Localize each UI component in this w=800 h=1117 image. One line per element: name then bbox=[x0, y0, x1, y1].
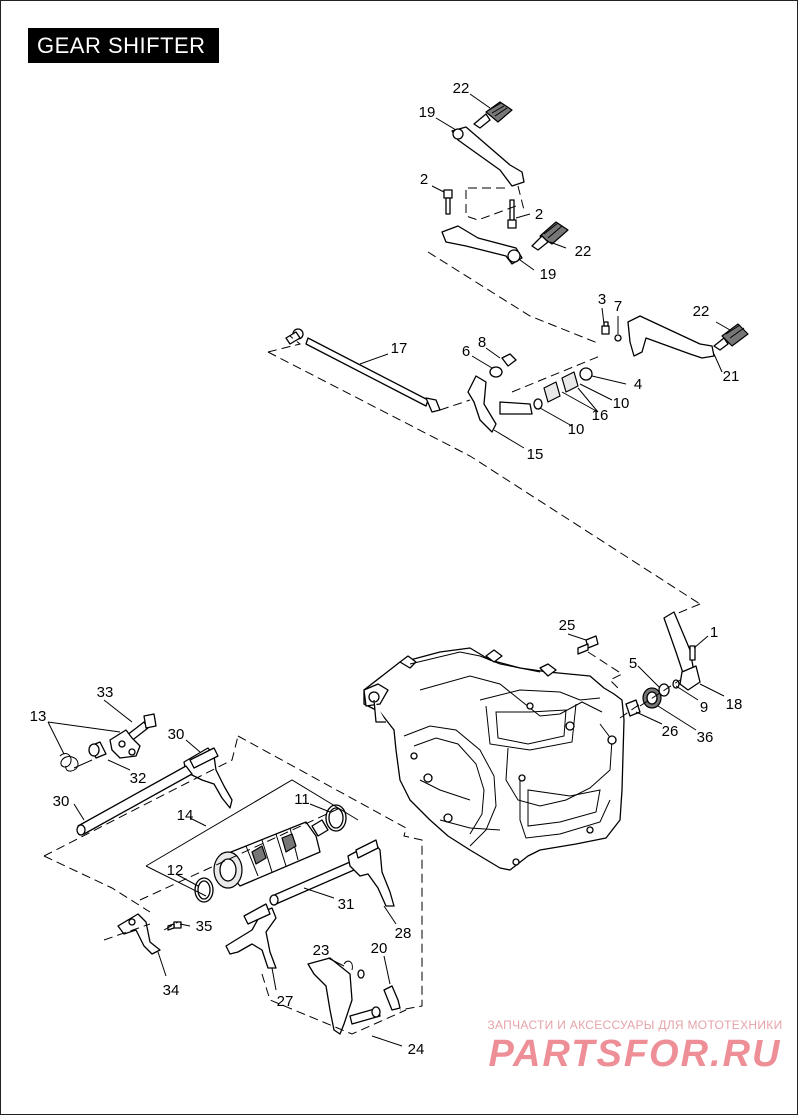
spring-13 bbox=[59, 753, 93, 772]
bolt-3 bbox=[601, 321, 610, 335]
dashed-guides bbox=[43, 185, 701, 1035]
callout-5: 5 bbox=[629, 655, 637, 672]
transmission-housing bbox=[363, 647, 625, 871]
page-title: GEAR SHIFTER bbox=[28, 28, 219, 63]
callout-9: 9 bbox=[700, 699, 708, 716]
callout-10: 10 bbox=[613, 395, 630, 412]
callout-22: 22 bbox=[453, 80, 470, 97]
callout-10: 10 bbox=[568, 421, 585, 438]
shift-rod-17 bbox=[285, 328, 441, 413]
callout-labels: 22 19 2 2 22 19 3 7 22 21 17 8 6 4 10 16… bbox=[30, 80, 743, 1058]
callout-3: 3 bbox=[598, 291, 606, 308]
washer-6 bbox=[489, 366, 503, 378]
detent-arm-32 bbox=[109, 729, 141, 759]
callout-25: 25 bbox=[559, 617, 576, 634]
bearing-12 bbox=[194, 877, 214, 903]
callout-19: 19 bbox=[540, 266, 557, 283]
shift-pawl-34 bbox=[117, 913, 161, 955]
callout-13: 13 bbox=[30, 708, 47, 725]
callout-6: 6 bbox=[462, 343, 470, 360]
shift-drum-14 bbox=[213, 819, 329, 889]
shift-lever-lower-19 bbox=[441, 225, 523, 265]
shift-lever-arm-1 bbox=[663, 611, 701, 691]
callout-4: 4 bbox=[634, 376, 642, 393]
watermark-tagline: ЗАПЧАСТИ И АКСЕССУАРЫ ДЛЯ МОТОТЕХНИКИ bbox=[487, 1018, 783, 1032]
callout-18: 18 bbox=[726, 696, 743, 713]
fork-shaft-30 bbox=[76, 765, 193, 836]
screw-25 bbox=[577, 635, 599, 655]
callout-16: 16 bbox=[592, 407, 609, 424]
clip-23 bbox=[343, 960, 353, 971]
spring-20 bbox=[357, 969, 401, 1011]
callout-23: 23 bbox=[313, 942, 330, 959]
bushing-13 bbox=[88, 741, 107, 759]
callout-2: 2 bbox=[420, 171, 428, 188]
callout-7: 7 bbox=[614, 298, 622, 315]
footpeg-22-middle bbox=[531, 221, 569, 251]
callout-33: 33 bbox=[97, 684, 114, 701]
callout-30: 30 bbox=[168, 726, 185, 743]
shift-fork-27 bbox=[225, 903, 277, 969]
callout-24: 24 bbox=[408, 1041, 425, 1058]
shift-fork-28 bbox=[347, 839, 395, 907]
callout-30: 30 bbox=[53, 793, 70, 810]
callout-34: 34 bbox=[163, 982, 180, 999]
shift-shaft-lever-24 bbox=[307, 957, 381, 1035]
bracket-15 bbox=[467, 375, 533, 433]
bolt-2-right bbox=[507, 199, 517, 229]
watermark-logo: PARTSFOR.RU bbox=[488, 1033, 782, 1075]
shift-fork-30 bbox=[183, 747, 233, 809]
bushing-10-16 bbox=[533, 367, 593, 410]
shift-lever-21 bbox=[627, 315, 715, 359]
callout-1: 1 bbox=[710, 624, 718, 641]
callout-36: 36 bbox=[697, 729, 714, 746]
callout-19: 19 bbox=[419, 104, 436, 121]
nut-8 bbox=[501, 353, 517, 367]
callout-22: 22 bbox=[693, 303, 710, 320]
seal-36-washer-5 bbox=[642, 679, 680, 709]
callout-28: 28 bbox=[395, 925, 412, 942]
watermark: ЗАПЧАСТИ И АКСЕССУАРЫ ДЛЯ МОТОТЕХНИКИ PA… bbox=[480, 1018, 790, 1076]
callout-27: 27 bbox=[277, 993, 294, 1010]
callout-22: 22 bbox=[575, 243, 592, 260]
callout-20: 20 bbox=[371, 940, 388, 957]
footpeg-22-top bbox=[473, 101, 513, 129]
leader-lines bbox=[47, 93, 731, 1047]
callout-2: 2 bbox=[535, 206, 543, 223]
shift-lever-upper-19 bbox=[451, 126, 525, 187]
retaining-ring-11 bbox=[325, 804, 347, 832]
callout-12: 12 bbox=[167, 862, 184, 879]
callout-32: 32 bbox=[130, 770, 147, 787]
washer-7 bbox=[614, 334, 622, 342]
callout-17: 17 bbox=[391, 340, 408, 357]
callout-8: 8 bbox=[478, 334, 486, 351]
callout-14: 14 bbox=[177, 807, 194, 824]
callout-15: 15 bbox=[527, 446, 544, 463]
callout-35: 35 bbox=[196, 918, 213, 935]
bolt-2-left bbox=[443, 189, 453, 215]
screw-35 bbox=[167, 921, 182, 931]
callout-11: 11 bbox=[294, 791, 310, 808]
footpeg-22-right bbox=[713, 323, 749, 351]
callout-21: 21 bbox=[723, 368, 740, 385]
bushing-26 bbox=[625, 699, 641, 717]
callout-26: 26 bbox=[662, 723, 679, 740]
callout-31: 31 bbox=[338, 896, 355, 913]
